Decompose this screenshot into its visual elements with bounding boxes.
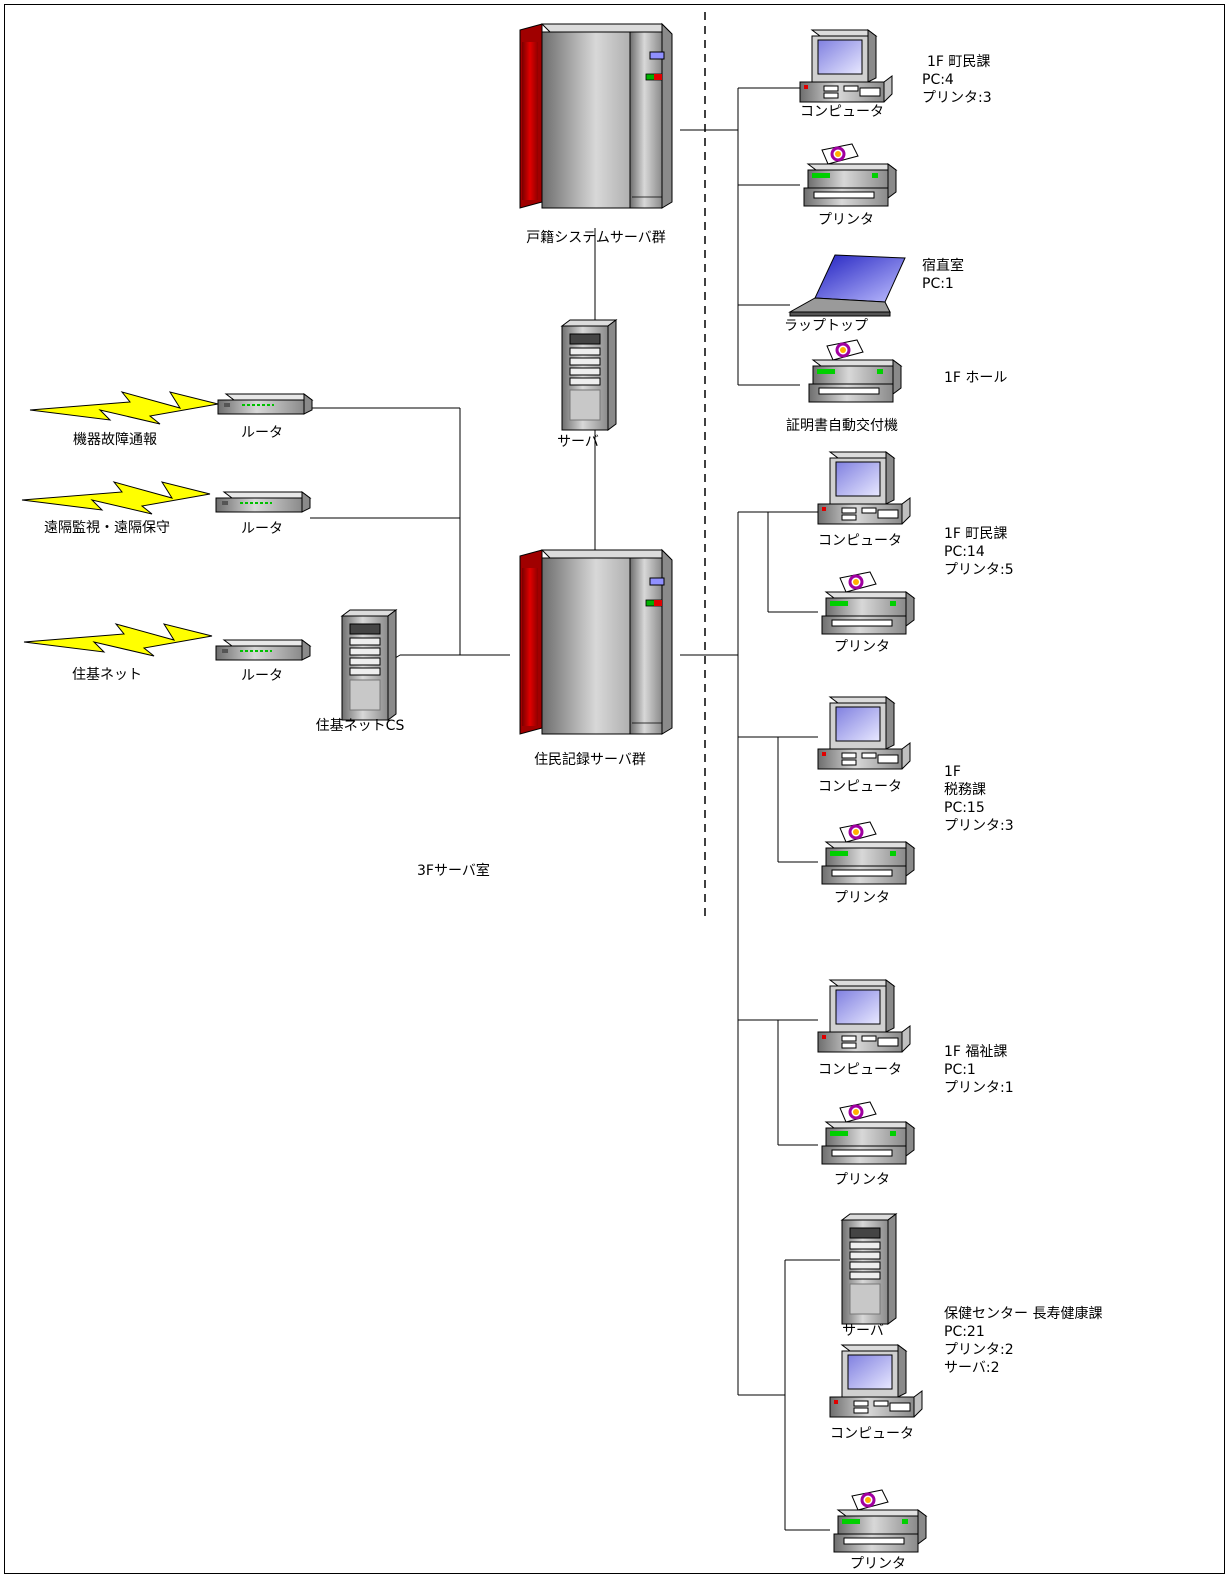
computer-label: コンピュータ <box>830 1426 914 1442</box>
group7-pc: PC:21 <box>944 1324 985 1340</box>
printer-icon <box>802 142 898 208</box>
printer-icon <box>820 820 916 886</box>
printer-icon <box>820 1100 916 1166</box>
server-label: サーバ <box>842 1323 884 1339</box>
group7-title: 保健センター 長寿健康課 <box>944 1306 1103 1322</box>
computer-icon <box>829 1344 923 1418</box>
router2-label: ルータ <box>241 521 283 537</box>
printer-icon <box>832 1488 928 1554</box>
line1-label: 機器故障通報 <box>73 432 157 448</box>
group6-pc: PC:1 <box>944 1062 976 1078</box>
group5-title2: 税務課 <box>944 782 986 798</box>
printer-label: プリンタ <box>834 890 890 906</box>
group4-printer: プリンタ:5 <box>944 562 1014 578</box>
jukinet-cs-label: 住基ネットCS <box>315 718 405 734</box>
group6-title: 1F 福祉課 <box>944 1044 1008 1060</box>
computer-label: コンピュータ <box>818 1062 902 1078</box>
koseki-mainframe-icon <box>519 23 673 209</box>
printer-label: プリンタ <box>818 212 874 228</box>
router1-label: ルータ <box>241 425 283 441</box>
group7-printer: プリンタ:2 <box>944 1342 1014 1358</box>
group7-server: サーバ:2 <box>944 1360 1000 1376</box>
line3-bolt-icon <box>23 623 213 657</box>
router2-icon <box>215 491 311 513</box>
computer-icon <box>817 451 911 525</box>
router3-label: ルータ <box>241 668 283 684</box>
middle-server-icon <box>561 319 617 431</box>
line2-label: 遠隔監視・遠隔保守 <box>44 520 170 536</box>
printer-label: プリンタ <box>834 639 890 655</box>
computer-label: コンピュータ <box>818 533 902 549</box>
printer-icon <box>820 570 916 636</box>
line2-bolt-icon <box>21 481 211 515</box>
diagram-frame <box>4 4 1225 1574</box>
kiosk-printer-icon <box>807 338 903 404</box>
group1-printer: プリンタ:3 <box>922 90 992 106</box>
middle-server-label: サーバ <box>557 434 599 450</box>
computer-label: コンピュータ <box>800 104 884 120</box>
jukinet-cs-server-icon <box>341 609 397 721</box>
group4-title: 1F 町民課 <box>944 526 1008 542</box>
router1-icon <box>217 393 313 415</box>
jumin-mainframe-icon <box>519 549 673 735</box>
group1-title: 1F 町民課 <box>927 54 991 70</box>
line3-label: 住基ネット <box>72 667 142 683</box>
router3-icon <box>215 639 311 661</box>
computer-icon <box>799 29 893 103</box>
laptop-icon <box>788 254 906 317</box>
printer-label: プリンタ <box>850 1556 906 1572</box>
group3-title: 1F ホール <box>944 370 1008 386</box>
group5-title: 1F <box>944 764 961 780</box>
computer-icon <box>817 979 911 1053</box>
group2-title: 宿直室 <box>922 258 964 274</box>
kiosk-label: 証明書自動交付機 <box>786 418 898 434</box>
computer-label: コンピュータ <box>818 779 902 795</box>
health-server-icon <box>841 1213 897 1325</box>
group4-pc: PC:14 <box>944 544 985 560</box>
line1-bolt-icon <box>29 391 219 425</box>
room-label: 3Fサーバ室 <box>417 863 490 879</box>
koseki-server-label: 戸籍システムサーバ群 <box>526 230 666 246</box>
computer-icon <box>817 696 911 770</box>
printer-label: プリンタ <box>834 1172 890 1188</box>
group2-pc: PC:1 <box>922 276 954 292</box>
connection-lines <box>310 87 840 1531</box>
group1-pc: PC:4 <box>922 72 954 88</box>
group5-printer: プリンタ:3 <box>944 818 1014 834</box>
laptop-label: ラップトップ <box>784 318 868 334</box>
group5-pc: PC:15 <box>944 800 985 816</box>
jumin-server-label: 住民記録サーバ群 <box>534 752 646 768</box>
group6-printer: プリンタ:1 <box>944 1080 1014 1096</box>
